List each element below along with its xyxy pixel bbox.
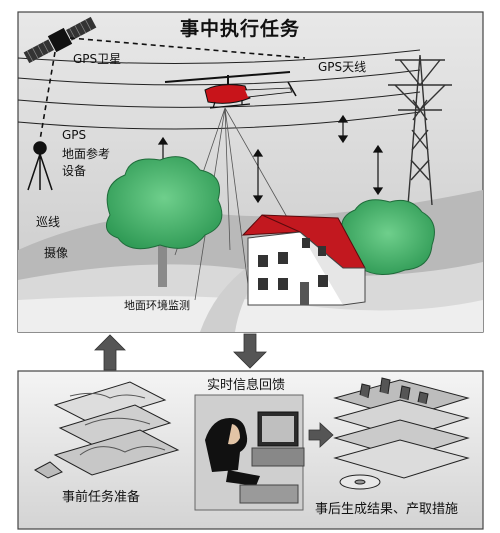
gps-satellite-icon	[23, 16, 97, 64]
house-icon	[241, 214, 366, 306]
right-arrow-icon	[308, 422, 334, 448]
ground-monitoring-label: 地面环境监测	[124, 299, 190, 312]
gps-ground-label-3: 设备	[62, 164, 87, 178]
height-markers	[157, 114, 384, 204]
diagram-title: 事中执行任务	[180, 18, 301, 40]
gps-antenna-label: GPS天线	[318, 60, 367, 74]
pre-task-label: 事前任务准备	[62, 490, 141, 505]
operator-workstation-icon	[194, 394, 305, 511]
power-lines	[17, 49, 421, 130]
pylon	[388, 54, 452, 206]
helicopter-icon	[164, 71, 297, 109]
down-arrow-icon	[233, 333, 267, 369]
post-task-label: 事后生成结果、产取措施	[315, 502, 459, 517]
map-layers-icon	[33, 381, 180, 479]
signal-lines	[39, 37, 306, 141]
up-arrow-icon	[94, 334, 126, 371]
realtime-feedback-label: 实时信息回馈	[207, 378, 286, 393]
result-layers-icon	[333, 377, 470, 490]
tree-left-icon	[105, 156, 223, 287]
gps-satellite-label: GPS卫星	[73, 52, 122, 66]
gps-ground-station-icon	[27, 141, 53, 191]
gps-ground-label-2: 地面参考	[62, 147, 111, 161]
patrol-label-2: 摄像	[44, 246, 69, 260]
flow-arrows	[94, 333, 267, 371]
patrol-label-1: 巡线	[36, 215, 61, 229]
gps-ground-label-1: GPS	[62, 128, 87, 142]
